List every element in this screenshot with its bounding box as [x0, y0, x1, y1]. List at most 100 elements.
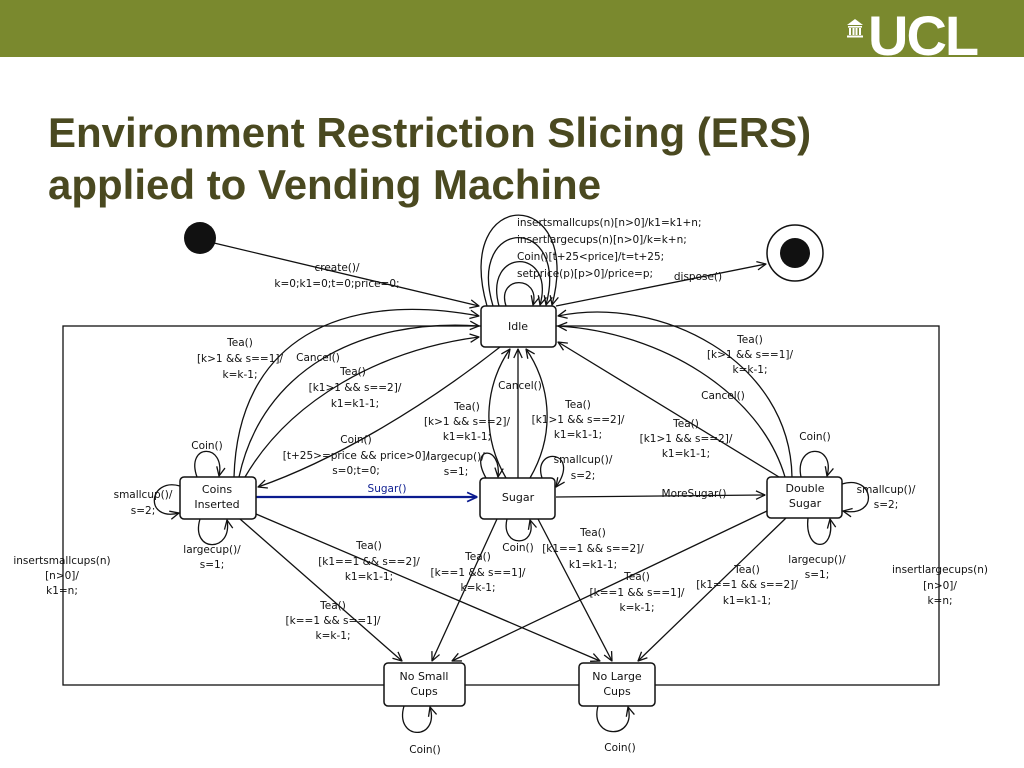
sugar-tea-b-arrow [526, 349, 548, 479]
more-sugar-arrow [555, 495, 765, 497]
ds-tea-s1-label: [k>1 && s==1]/ [707, 349, 794, 361]
state-sugar: Sugar [479, 477, 556, 520]
idle-to-ci-coin-label: [t+25>=price && price>0]/ [283, 450, 430, 462]
nsc-coin-loop [401, 706, 432, 733]
ci-to-nsc-label: k=k-1; [316, 630, 351, 642]
ci-to-nlc-label: Tea() [355, 540, 382, 552]
sugar-to-nsc-label: k=k-1; [461, 582, 496, 594]
sugar-cancel-label: Cancel() [498, 380, 542, 392]
ds-tea-s1-label: Tea() [736, 334, 763, 346]
ci-tea-s1-label: k=k-1; [223, 369, 258, 381]
nlc-coin-loop [596, 706, 629, 733]
state-idle-label: Idle [508, 320, 528, 333]
create-arrow [213, 242, 479, 306]
sugar-tea-b-label: [k1>1 && s==2]/ [532, 414, 625, 426]
more-sugar-label: MoreSugar() [662, 488, 727, 500]
sugar-coin-self-label: Coin() [502, 542, 534, 554]
ds-smallcup-label: smallcup()/ [857, 484, 916, 496]
ds-to-nlc-label: k1=k1-1; [723, 595, 771, 607]
ci-tea-s1-label: [k>1 && s==1]/ [197, 353, 284, 365]
slide-title-line-1: Environment Restriction Slicing (ERS) [48, 109, 812, 156]
ds-to-nsc-arrow [452, 510, 768, 661]
ci-tea-s1-arrow [233, 308, 479, 478]
ds-tea-s1-arrow [558, 312, 793, 478]
idle-to-ci-coin-label: s=0;t=0; [332, 465, 380, 477]
idle-to-ci-coin-arrow [258, 346, 501, 487]
ds-largecup-label: s=1; [805, 569, 830, 581]
sugar-tea-a-label: Tea() [453, 401, 480, 413]
ds-cancel-label: Cancel() [701, 390, 745, 402]
state-no-large-cups-label: No Large [592, 670, 642, 683]
sugar-tea-b-label: Tea() [564, 399, 591, 411]
final-state-dot [780, 238, 810, 268]
state-no-large-cups: No Large Cups [578, 662, 656, 707]
sugar-tea-a-label: [k>1 && s==2]/ [424, 416, 511, 428]
ci-tea-s2-label: k1=k1-1; [331, 398, 379, 410]
state-coins-inserted-label: Coins [202, 483, 232, 496]
sugar-to-nsc-label: Tea() [464, 551, 491, 563]
ds-coin-loop [799, 450, 828, 477]
state-no-large-cups-label: Cups [603, 685, 631, 698]
sugar-largecup-label: s=1; [444, 466, 469, 478]
ds-tea-s2-label: Tea() [672, 418, 699, 430]
ds-to-nsc-label: k=k-1; [620, 602, 655, 614]
ci-coin-self-label: Coin() [191, 440, 223, 452]
ci-to-nsc-label: [k==1 && s==1]/ [286, 615, 381, 627]
ci-tea-s1-label: Tea() [226, 337, 253, 349]
insertlargecups-label: insertlargecups(n) [892, 564, 988, 576]
idle-self-loop-1 [503, 282, 534, 306]
idle-self-label: Coin()[t+25<price]/t=t+25; [517, 251, 664, 263]
insertlargecups-label: k=n; [927, 595, 952, 607]
ci-tea-s2-arrow [244, 337, 479, 478]
ci-to-nsc-label: Tea() [319, 600, 346, 612]
ci-tea-s2-label: [k1>1 && s==2]/ [309, 382, 402, 394]
ds-tea-s2-label: [k1>1 && s==2]/ [640, 433, 733, 445]
state-no-small-cups: No Small Cups [383, 662, 466, 707]
ds-to-nlc-arrow [638, 517, 787, 661]
ds-largecup-loop [807, 518, 831, 545]
sugar-to-nlc-label: [k1==1 && s==2]/ [542, 543, 644, 555]
ds-tea-s1-label: k=k-1; [733, 364, 768, 376]
ds-tea-s2-label: k1=k1-1; [662, 448, 710, 460]
logo-wordmark: UCL [868, 4, 979, 67]
sugar-largecup-loop [480, 452, 499, 479]
ci-smallcup-label: s=2; [131, 505, 156, 517]
ci-cancel-label: Cancel() [296, 352, 340, 364]
ds-to-nsc-label: [k==1 && s==1]/ [590, 587, 685, 599]
insertsmallcups-label: [n>0]/ [45, 570, 79, 582]
sugar-to-nsc-arrow [432, 518, 498, 661]
ci-tea-s2-label: Tea() [339, 366, 366, 378]
ds-smallcup-label: s=2; [874, 499, 899, 511]
state-sugar-label: Sugar [502, 491, 535, 504]
ds-smallcup-loop [842, 481, 870, 512]
state-no-small-cups-label: Cups [410, 685, 438, 698]
ci-largecup-label: s=1; [200, 559, 225, 571]
state-double-sugar-label: Double [786, 482, 825, 495]
insertsmallcups-label: insertsmallcups(n) [13, 555, 110, 567]
nsc-coin-label: Coin() [409, 744, 441, 756]
nlc-coin-label: Coin() [604, 742, 636, 754]
state-coins-inserted-label: Inserted [194, 498, 239, 511]
idle-self-label: setprice(p)[p>0]/price=p; [517, 268, 653, 280]
idle-self-label: insertlargecups(n)[n>0]/k=k+n; [517, 234, 687, 246]
idle-self-loop-4 [480, 214, 557, 306]
state-double-sugar-label: Sugar [789, 497, 822, 510]
sugar-cancel-arrow [488, 349, 510, 479]
sugar-to-nsc-label: [k==1 && s==1]/ [431, 567, 526, 579]
ds-to-nlc-label: Tea() [733, 564, 760, 576]
slide-title: Environment Restriction Slicing (ERS) ap… [48, 107, 1008, 211]
sugar-largecup-label: largecup()/ [427, 451, 485, 463]
ci-coin-loop [194, 450, 220, 477]
create-label: k=0;k1=0;t=0;price=0; [274, 278, 399, 290]
ds-coin-self-label: Coin() [799, 431, 831, 443]
ci-to-nlc-label: [k1==1 && s==2]/ [318, 556, 420, 568]
idle-self-loop-2 [496, 260, 543, 306]
ci-cancel-arrow [238, 325, 479, 478]
sugar-tea-b-label: k1=k1-1; [554, 429, 602, 441]
ds-tea-s2-arrow [558, 342, 780, 478]
ci-to-nlc-label: k1=k1-1; [345, 571, 393, 583]
ds-to-nlc-label: [k1==1 && s==2]/ [696, 579, 798, 591]
ci-largecup-loop [197, 519, 227, 546]
sugar-to-nlc-arrow [537, 518, 612, 661]
